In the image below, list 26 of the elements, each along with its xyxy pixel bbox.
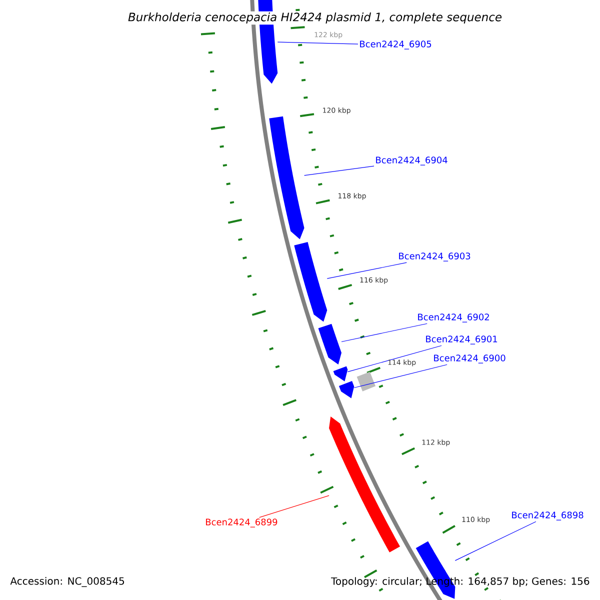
gene-bar	[329, 416, 400, 552]
gene-label: Bcen2424_6901	[426, 336, 498, 344]
gene-bar	[318, 324, 342, 364]
gene-label: Bcen2424_6902	[418, 314, 489, 322]
leader-line	[277, 42, 358, 44]
summary-text: Topology: circular; Length: 164,857 bp; Genes: 156	[331, 577, 590, 587]
accession-text: Accession: NC_008545	[10, 577, 124, 587]
gene-label: Bcen2424_6903	[399, 252, 470, 262]
gene-label: Bcen2424_6899	[206, 518, 278, 528]
leader-line	[347, 345, 442, 372]
gene-label: Bcen2424_6898	[512, 512, 584, 520]
leader-line	[259, 495, 330, 518]
leader-line	[454, 521, 536, 561]
gene-bar	[269, 116, 304, 240]
gene-label: Bcen2424_6904	[376, 156, 448, 166]
gene-label: Bcen2424_6900	[434, 354, 506, 364]
gene-bar	[333, 366, 348, 382]
gene-bar	[294, 242, 328, 322]
gene-label: Bcen2424_6905	[360, 40, 432, 50]
gene-bar	[338, 381, 354, 398]
title: Burkholderia cenocepacia HI2424 plasmid 1, complete sequence	[126, 11, 504, 25]
leader-line	[354, 364, 448, 388]
leader-line	[341, 323, 428, 342]
leader-line	[326, 262, 407, 279]
leader-line	[304, 166, 374, 176]
gene-box	[356, 372, 376, 392]
